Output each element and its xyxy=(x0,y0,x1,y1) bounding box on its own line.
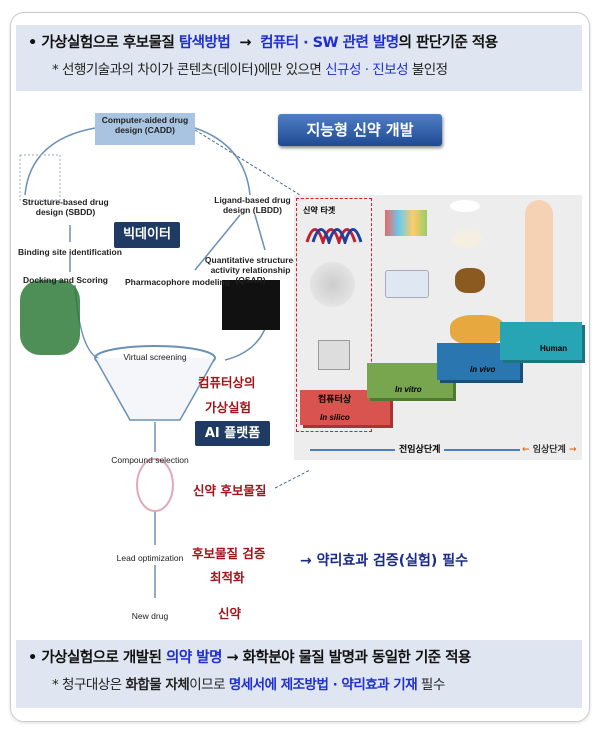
bottom-banner: • 가상실험으로 개발된 의약 발명 → 화학분야 물질 발명과 동일한 기준 … xyxy=(16,640,582,708)
preclinical-label: 전임상단계 xyxy=(395,442,445,455)
optimize-label: 최적화 xyxy=(210,570,245,585)
emphasis: 화합물 자체 xyxy=(125,677,190,693)
in-silico-label: In silico xyxy=(320,413,350,422)
human-step xyxy=(500,322,582,360)
text: 필수 xyxy=(417,677,445,693)
bottom-line1: • 가상실험으로 개발된 의약 발명 → 화학분야 물질 발명과 동일한 기준 … xyxy=(28,646,582,667)
in-silico-kr-label: 컴퓨터상 xyxy=(318,395,352,405)
text: * 청구대상은 xyxy=(52,677,126,693)
highlight: 의약 발명 xyxy=(166,650,222,666)
mouse-icon xyxy=(450,200,480,212)
molecule-icon xyxy=(310,262,355,307)
lead-optimization-label: Lead optimization xyxy=(116,553,184,563)
pharmacophore-label: Pharmacophore modeling xyxy=(125,277,230,287)
target-label: 신약 타겟 xyxy=(303,206,336,215)
ai-platform-box: AI 플랫폼 xyxy=(195,421,270,446)
bullet: • xyxy=(28,650,37,666)
stairs-title: 지능형 신약 개발 xyxy=(278,114,442,146)
highlight: 탐색방법 xyxy=(178,35,231,51)
pharmacology-note: → 약리효과 검증(실험) 필수 xyxy=(300,553,468,569)
computer-exp-label: 컴퓨터상의 xyxy=(198,375,256,390)
top-banner: • 가상실험으로 후보물질 탐색방법 → 컴퓨터 · SW 관련 발명의 판단기… xyxy=(16,25,582,91)
in-vitro-label: In vitro xyxy=(395,385,422,394)
sbdd-label: Structure-based drug design (SBDD) xyxy=(22,197,109,217)
rat-icon xyxy=(452,230,482,248)
new-drug-label: New drug xyxy=(131,611,169,621)
outer-frame xyxy=(10,12,590,722)
dna-icon xyxy=(305,228,363,244)
human-label: Human xyxy=(540,344,568,353)
text: 가상실험으로 개발된 xyxy=(41,650,166,666)
bullet: • xyxy=(28,35,37,51)
binding-label: Binding site identification xyxy=(18,247,122,257)
text: → 화학분야 물질 발명과 동일한 기준 적용 xyxy=(221,650,471,666)
top-line1: • 가상실험으로 후보물질 탐색방법 → 컴퓨터 · SW 관련 발명의 판단기… xyxy=(28,31,582,52)
text: 불인정 xyxy=(408,62,448,78)
bigdata-box: 빅데이터 xyxy=(114,222,180,248)
candidate-label: 신약 후보물질 xyxy=(193,483,267,498)
test-tubes-icon xyxy=(385,210,427,236)
text: 의 판단기준 적용 xyxy=(398,35,498,51)
cadd-box: Computer-aided drug design (CADD) xyxy=(95,113,195,145)
text: 이므로 xyxy=(189,677,229,693)
drug-label: 신약 xyxy=(218,606,242,621)
virtual-exp-label: 가상실험 xyxy=(205,400,252,415)
in-silico-highlight xyxy=(296,198,372,432)
computer-icon xyxy=(318,340,350,370)
highlight: 신규성 · 진보성 xyxy=(325,62,409,78)
bottom-line2: * 청구대상은 화합물 자체이므로 명세서에 제조방법 · 약리효과 기재 필수 xyxy=(52,673,582,693)
compound-selection-label: Compound selection xyxy=(111,455,189,465)
docking-label: Docking and Scoring xyxy=(22,275,108,285)
clinical-text: 임상단계 xyxy=(532,445,566,455)
well-plate-icon xyxy=(385,270,429,298)
virtual-screening-label: Virtual screening xyxy=(123,352,187,362)
in-vivo-label: In vivo xyxy=(470,365,496,374)
qsar-label: Quantitative structure-activity relation… xyxy=(204,255,297,285)
flow-arrows xyxy=(19,127,310,598)
human-icon xyxy=(525,200,553,325)
top-line2: * 선행기술과의 차이가 콘텐츠(데이터)에만 있으면 신규성 · 진보성 불인… xyxy=(52,58,582,78)
text: * 선행기술과의 차이가 콘텐츠(데이터)에만 있으면 xyxy=(52,62,326,78)
clinical-label: ← 임상단계 → xyxy=(522,445,577,455)
lbdd-label: Ligand-based drug design (LBDD) xyxy=(214,195,291,215)
text: 가상실험으로 후보물질 xyxy=(41,35,179,51)
fish-icon xyxy=(455,268,485,293)
verify-label: 후보물질 검증 xyxy=(192,546,266,561)
arrow: → xyxy=(230,35,261,51)
highlight: 컴퓨터 · SW 관련 발명 xyxy=(260,35,399,51)
highlight: 명세서에 제조방법 · 약리효과 기재 xyxy=(228,677,418,693)
monkey-icon xyxy=(450,315,505,345)
